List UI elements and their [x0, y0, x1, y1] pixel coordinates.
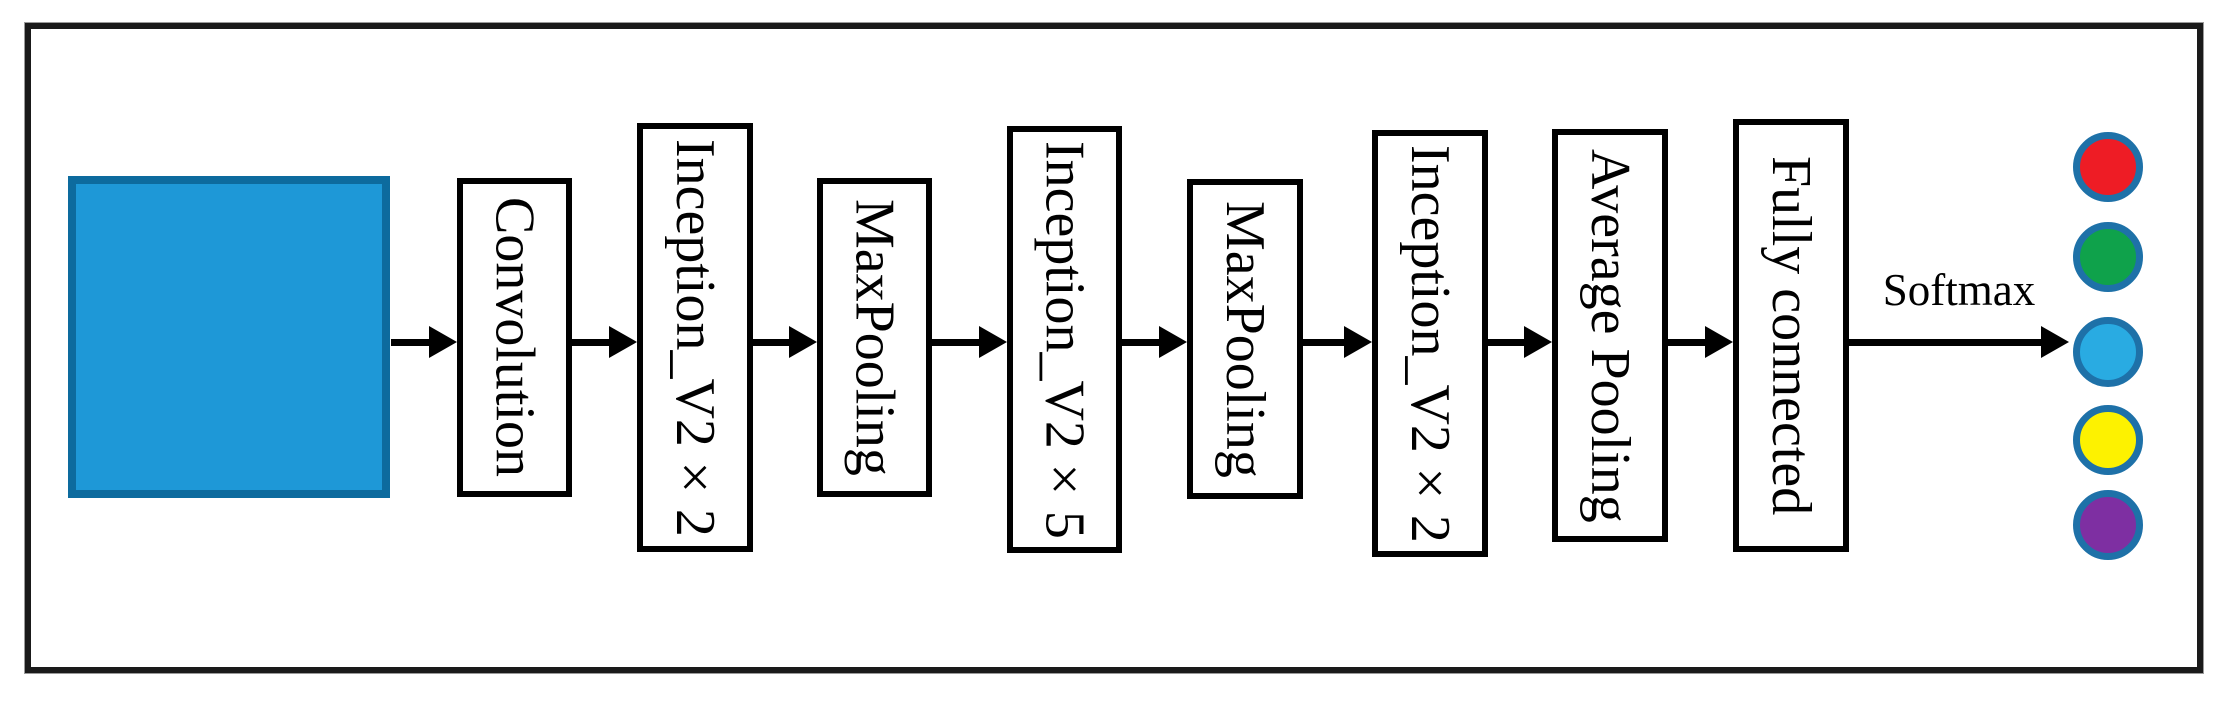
stage-label: Convolution [483, 197, 546, 478]
input-image-block [68, 176, 390, 498]
flow-arrow [1668, 326, 1733, 358]
arrow-head-icon [789, 326, 817, 358]
arrow-shaft [572, 338, 609, 346]
arrow-head-icon [609, 326, 637, 358]
stage-label: Average Pooling [1579, 148, 1641, 523]
flow-arrow [1303, 326, 1372, 358]
output-class-dot-yellow [2073, 405, 2143, 475]
arrow-shaft [753, 338, 789, 346]
flow-arrow [753, 326, 817, 358]
flow-arrow [1122, 326, 1187, 358]
stage-label: Inception_V2×2 [1399, 144, 1461, 543]
stage-label: MaxPooling [843, 199, 906, 476]
flow-arrow [932, 326, 1007, 358]
stage-box-average-pooling: Average Pooling [1552, 129, 1668, 542]
stage-box-maxpooling-second: MaxPooling [1187, 179, 1303, 499]
flow-arrow [1488, 326, 1552, 358]
arrow-shaft [1849, 338, 2041, 346]
stage-box-inception-v2x2-first: Inception_V2×2 [637, 123, 753, 552]
arrow-head-icon [979, 326, 1007, 358]
arrow-head-icon [2041, 326, 2069, 358]
arrow-shaft [1122, 338, 1159, 346]
flow-arrow [391, 326, 457, 358]
arrow-head-icon [1159, 326, 1187, 358]
stage-box-convolution: Convolution [457, 178, 572, 497]
arrow-shaft [1303, 338, 1344, 346]
softmax-label: Softmax [1882, 265, 2036, 315]
output-class-dot-green [2073, 222, 2143, 292]
flow-arrow [572, 326, 637, 358]
softmax-arrow [1849, 326, 2069, 358]
output-class-dot-cyan [2073, 317, 2143, 387]
arrow-shaft [1488, 338, 1524, 346]
arrow-head-icon [429, 326, 457, 358]
stage-box-inception-v2x5: Inception_V2×5 [1007, 126, 1122, 553]
stage-label: Inception_V2×2 [664, 138, 726, 537]
arrow-shaft [391, 338, 429, 346]
stage-label: Inception_V2×5 [1033, 140, 1096, 539]
arrow-head-icon [1524, 326, 1552, 358]
stage-box-fully-connected: Fully connected [1733, 119, 1849, 552]
output-class-dot-purple [2073, 490, 2143, 560]
arrow-shaft [1668, 338, 1705, 346]
stage-box-maxpooling-first: MaxPooling [817, 178, 932, 497]
stage-label: MaxPooling [1214, 200, 1276, 478]
stage-box-inception-v2x2-second: Inception_V2×2 [1372, 130, 1488, 557]
output-class-dot-red [2073, 132, 2143, 202]
arrow-shaft [932, 338, 979, 346]
stage-label: Fully connected [1760, 155, 1822, 516]
arrow-head-icon [1705, 326, 1733, 358]
arrow-head-icon [1344, 326, 1372, 358]
